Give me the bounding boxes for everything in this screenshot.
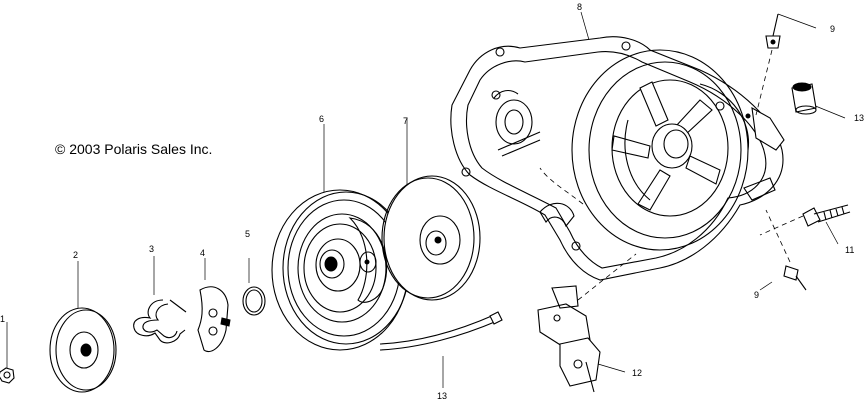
callout-13-bottom: 13: [437, 391, 447, 401]
part-6-recoil-pulley: [271, 124, 410, 351]
part-4-pawl: [197, 258, 231, 353]
part-1-nut: [0, 322, 15, 384]
part-5-spring-ring: [242, 258, 266, 316]
part-13-bushing: [791, 82, 846, 119]
part-13-starter-rope: [379, 311, 503, 388]
callout-11: 11: [845, 245, 854, 255]
part-3-spring-clip: [133, 256, 187, 344]
callout-5: 5: [245, 229, 250, 239]
callout-9-top: 9: [830, 24, 835, 34]
part-7-spring-cup: [381, 118, 481, 301]
callout-7: 7: [403, 116, 408, 126]
callout-2: 2: [73, 250, 78, 260]
part-2-pulley-disc: [49, 261, 117, 393]
callout-8: 8: [577, 2, 582, 12]
part-8-recoil-housing: [450, 11, 785, 281]
callout-4: 4: [200, 248, 205, 258]
callout-13-right: 13: [854, 113, 864, 123]
copyright-text: © 2003 Polaris Sales Inc.: [55, 141, 212, 157]
part-12-rope-guide-bracket: [537, 253, 637, 393]
callout-3: 3: [149, 244, 154, 254]
part-9-pin-bottom: [759, 209, 807, 291]
callout-6: 6: [319, 114, 324, 124]
part-11-bolt: [759, 204, 851, 245]
assembly-axis-dash: [539, 167, 584, 205]
callout-12: 12: [632, 368, 642, 378]
callout-9-bottom: 9: [754, 290, 759, 300]
callout-1: 1: [0, 314, 5, 324]
part-9-pin-top: [755, 13, 817, 116]
